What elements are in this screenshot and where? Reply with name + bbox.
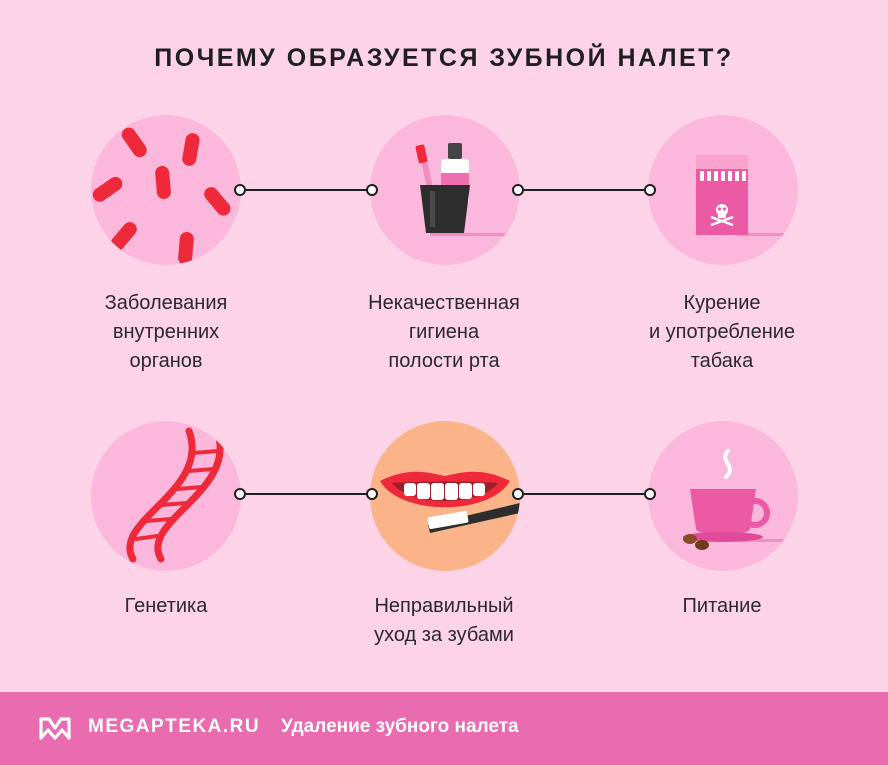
coffee-cup-icon [683,449,798,550]
footer-subtitle: Удаление зубного налета [281,716,519,737]
dental-care-circle [370,421,520,571]
caption-internal-diseases: Заболевания внутренних органов [104,292,228,372]
bacteria-circle [91,115,241,265]
footer-bar: MEGAPTEKA.RU Удаление зубного налета [0,692,888,765]
dna-icon [126,427,224,563]
cigarette-pack-icon [696,155,798,236]
hygiene-circle [370,115,520,265]
caption-genetics: Генетика [124,595,208,617]
bacteria-icon [92,127,231,265]
connector-4 [512,488,656,500]
connector-1 [234,184,378,196]
brand-name[interactable]: MEGAPTEKA.RU [88,716,261,737]
caption-smoking: Курение и употребление табака [648,292,796,372]
genetics-circle [91,421,241,571]
smile-toothbrush-icon [380,471,520,533]
smoking-circle [648,115,798,265]
connector-2 [512,184,656,196]
caption-nutrition: Питание [682,595,762,617]
megapteka-logo-icon [39,717,71,740]
toothbrush-cup-icon [415,143,520,236]
page-title: ПОЧЕМУ ОБРАЗУЕТСЯ ЗУБНОЙ НАЛЕТ? [154,44,734,72]
nutrition-circle [648,421,798,571]
connector-3 [234,488,378,500]
caption-poor-hygiene: Некачественная гигиена полости рта [368,292,520,372]
caption-improper-care: Неправильный уход за зубами [374,595,514,646]
